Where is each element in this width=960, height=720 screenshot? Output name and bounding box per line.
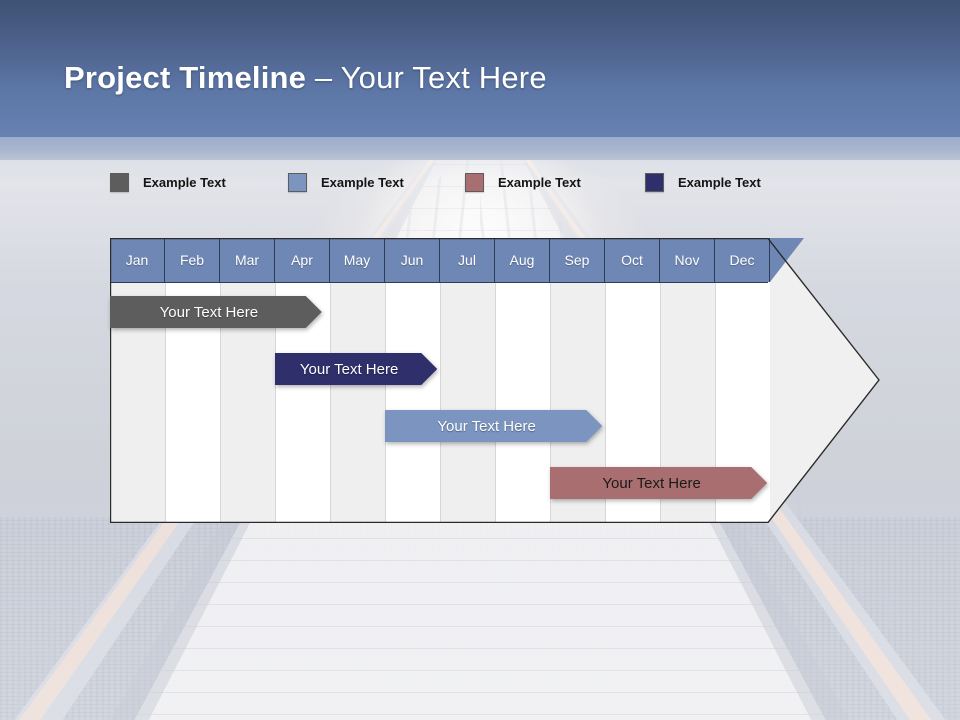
month-header-label: Jan [125,252,149,268]
legend: Example Text Example Text Example Text Exam… [110,170,870,194]
task-bar-label-2: Your Text Here [437,417,536,435]
task-bar-label-0: Your Text Here [159,303,259,321]
month-header-nov[interactable]: Nov [660,238,715,282]
task-bar-label-1: Your Text Here [299,360,399,378]
legend-swatch-3 [645,172,664,192]
legend-label-2: Example Text [498,174,581,190]
column-divider-7 [495,282,496,523]
title-banner [0,0,960,137]
month-header-feb[interactable]: Feb [165,238,220,282]
column-divider-6 [440,282,441,523]
task-bar-3[interactable]: Your Text Here [550,467,768,499]
month-header-label: May [343,252,371,268]
legend-label-0: Example Text [143,174,226,190]
task-bar-shape-3 [550,467,768,499]
page-title: Project Timeline – Your Text Here [64,60,547,96]
legend-swatch-2 [465,172,484,192]
month-header-jun[interactable]: Jun [385,238,440,282]
legend-item-3: Example Text [645,170,761,194]
task-bar-2[interactable]: Your Text Here [385,410,603,442]
month-header-label: Sep [564,252,590,268]
page-title-bold: Project Timeline [64,60,307,95]
legend-swatch-1 [288,172,307,192]
legend-item-2: Example Text [465,170,581,194]
month-header-apr[interactable]: Apr [275,238,330,282]
title-banner-accent-band [0,137,960,160]
month-header-dec[interactable]: Dec [715,238,770,282]
month-header-label: Apr [291,252,313,268]
task-bar-1[interactable]: Your Text Here [275,353,438,385]
month-header-label: Feb [179,252,205,268]
month-header-mar[interactable]: Mar [220,238,275,282]
month-header-jul[interactable]: Jul [440,238,495,282]
month-header-label: Aug [509,252,535,268]
month-header-oct[interactable]: Oct [605,238,660,282]
legend-item-1: Example Text [288,170,404,194]
month-header-sep[interactable]: Sep [550,238,605,282]
month-header-label: Jul [458,252,476,268]
page-title-light: – Your Text Here [306,60,547,95]
task-bar-shape-2 [385,410,603,442]
month-header-label: Nov [674,252,700,268]
legend-label-1: Example Text [321,174,404,190]
month-header-label: Dec [729,252,755,268]
legend-item-0: Example Text [110,170,226,194]
month-header-label: Jun [400,252,424,268]
timeline-chart: Jan Feb Mar Apr May Jun Jul Aug Sep Oct Nov Dec You… [110,238,880,523]
month-header-label: Mar [234,252,260,268]
month-header-label: Oct [621,252,643,268]
task-bar-0[interactable]: Your Text Here [110,296,322,328]
month-header-aug[interactable]: Aug [495,238,550,282]
column-divider-4 [330,282,331,523]
column-divider-5 [385,282,386,523]
task-bar-shape-0 [110,296,322,328]
legend-label-3: Example Text [678,174,761,190]
task-bar-shape-1 [275,353,438,385]
header-underline [110,282,768,283]
month-header-may[interactable]: May [330,238,385,282]
month-header-jan[interactable]: Jan [110,238,165,282]
task-bar-label-3: Your Text Here [602,474,701,492]
legend-swatch-0 [110,172,129,192]
